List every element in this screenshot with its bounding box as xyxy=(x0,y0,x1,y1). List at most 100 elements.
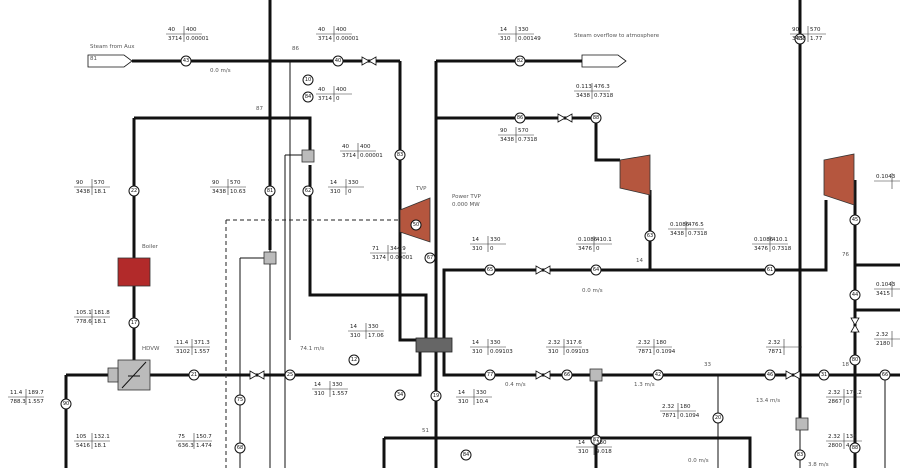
stream-node-label: 84 xyxy=(305,94,311,100)
table-cell-tl: 2.32 xyxy=(548,340,560,346)
table-cell-tr: 330 xyxy=(490,340,501,346)
stream-node-label: 67 xyxy=(427,255,433,261)
table-cell-tr: 371.3 xyxy=(194,340,210,346)
table-cell-bl: 2867 xyxy=(828,399,842,405)
table-cell-tr: 170.2 xyxy=(846,390,862,396)
stream-node: 19 xyxy=(430,390,442,402)
stream-node: 20 xyxy=(712,412,724,424)
table-cell-tl: 105 xyxy=(76,434,87,440)
stream-node: 67 xyxy=(424,252,436,264)
table-cell-tr: 330 xyxy=(596,440,607,446)
stream-node-label: 61 xyxy=(767,267,773,273)
table-cell-tr: 570 xyxy=(230,180,241,186)
stream-node-label: 90 xyxy=(63,401,69,407)
stream-node: 68 xyxy=(234,442,246,454)
equipment xyxy=(87,54,855,431)
steam-from-aux-label: Steam from Aux xyxy=(90,44,135,50)
table-cell-bl: 3714 xyxy=(342,153,356,159)
table-cell-bl: 7871 xyxy=(638,349,652,355)
table-cell-tl: 0.1086 xyxy=(754,237,774,243)
table-cell-br: 18.1 xyxy=(94,443,106,449)
table-cell-br: 18.1 xyxy=(94,319,106,325)
stream-node-label: 46 xyxy=(767,372,773,378)
table-cell-tl: 40 xyxy=(168,27,175,33)
stream-node: 63 xyxy=(644,230,656,242)
table-cell-br: 0.7318 xyxy=(772,246,792,252)
stream-76: 76 xyxy=(842,252,849,258)
stream-node: 22 xyxy=(128,185,140,197)
stream-node-label: 66 xyxy=(564,372,570,378)
table-cell-tl: 40 xyxy=(342,144,349,150)
table-cell-br: 17.06 xyxy=(368,333,384,339)
table-cell-tl: 14 xyxy=(350,324,357,330)
table-cell-bl: 310 xyxy=(350,333,361,339)
table-cell-br: 0.00001 xyxy=(360,153,383,159)
stream-node: 34 xyxy=(394,389,406,401)
stream-node-label: 64 xyxy=(593,267,599,273)
table-cell-tl: 40 xyxy=(318,87,325,93)
table-cell-tl: 11.4 xyxy=(10,390,23,396)
stream-node: 75 xyxy=(234,394,246,406)
table-cell-bl: 310 xyxy=(500,36,511,42)
stream-node-label: 87 xyxy=(593,437,599,443)
table-cell-tl: 2.32 xyxy=(768,340,780,346)
stream-node-label: 10 xyxy=(305,77,311,83)
table-cell-bl: 3415 xyxy=(876,291,890,297)
stream-node: 77 xyxy=(484,369,496,381)
table-cell-tr: 400 xyxy=(336,87,347,93)
table-cell-bl: 3438 xyxy=(500,137,514,143)
lp-turbine xyxy=(823,153,855,206)
stream-node: 81 xyxy=(264,185,276,197)
table-cell-tr: 570 xyxy=(94,180,105,186)
table-cell-bl: 3438 xyxy=(212,189,226,195)
stream-node: 84 xyxy=(302,91,314,103)
table-cell-tl: 90 xyxy=(212,180,219,186)
steam-overflow-label: Steam overflow to atmosphere xyxy=(574,33,660,39)
stream-node: 88 xyxy=(849,442,861,454)
stream-node-label: 50 xyxy=(413,222,419,228)
table-cell-tr: 150.7 xyxy=(196,434,212,440)
table-cell-tl: 90 xyxy=(76,180,83,186)
table-cell-tr: 181.8 xyxy=(94,310,110,316)
stream-node: 50 xyxy=(410,219,422,231)
table-cell-tl: 71 xyxy=(372,246,379,252)
valves xyxy=(249,56,860,380)
stream-node: 83 xyxy=(394,149,406,161)
stream-node: 82 xyxy=(514,55,526,67)
table-cell-tl: 2.32 xyxy=(828,390,840,396)
table-cell-tr: 570 xyxy=(810,27,821,33)
table-cell-tr: 344.9 xyxy=(390,246,406,252)
table-cell-br: 0.1094 xyxy=(656,349,676,355)
steam-from-aux-tag xyxy=(87,54,133,68)
table-cell-tr: 180 xyxy=(656,340,667,346)
table-cell-bl: 3714 xyxy=(168,36,182,42)
stream-node-label: 31 xyxy=(821,372,827,378)
table-cell-br: 0 xyxy=(846,399,850,405)
stream-node: 64 xyxy=(590,264,602,276)
stream-node: 85 xyxy=(794,33,806,45)
stream-node-label: 25 xyxy=(287,372,293,378)
stream-node-label: 88 xyxy=(852,445,858,451)
table-cell-tl: 0.1043 xyxy=(876,282,896,288)
stream-node: 21 xyxy=(188,369,200,381)
table-cell-br: 0 xyxy=(336,96,340,102)
table-cell-tl: 75 xyxy=(178,434,185,440)
table-cell-br: 0.00001 xyxy=(336,36,359,42)
table-cell-bl: 3714 xyxy=(318,36,332,42)
table-cell-br: 0 xyxy=(348,189,352,195)
table-cell-tl: 11.4 xyxy=(176,340,189,346)
stream-node: 42 xyxy=(652,369,664,381)
table-cell-tl: 0.1086 xyxy=(578,237,598,243)
stream-node-label: 62 xyxy=(305,188,311,194)
stream-node: 10 xyxy=(302,74,314,86)
